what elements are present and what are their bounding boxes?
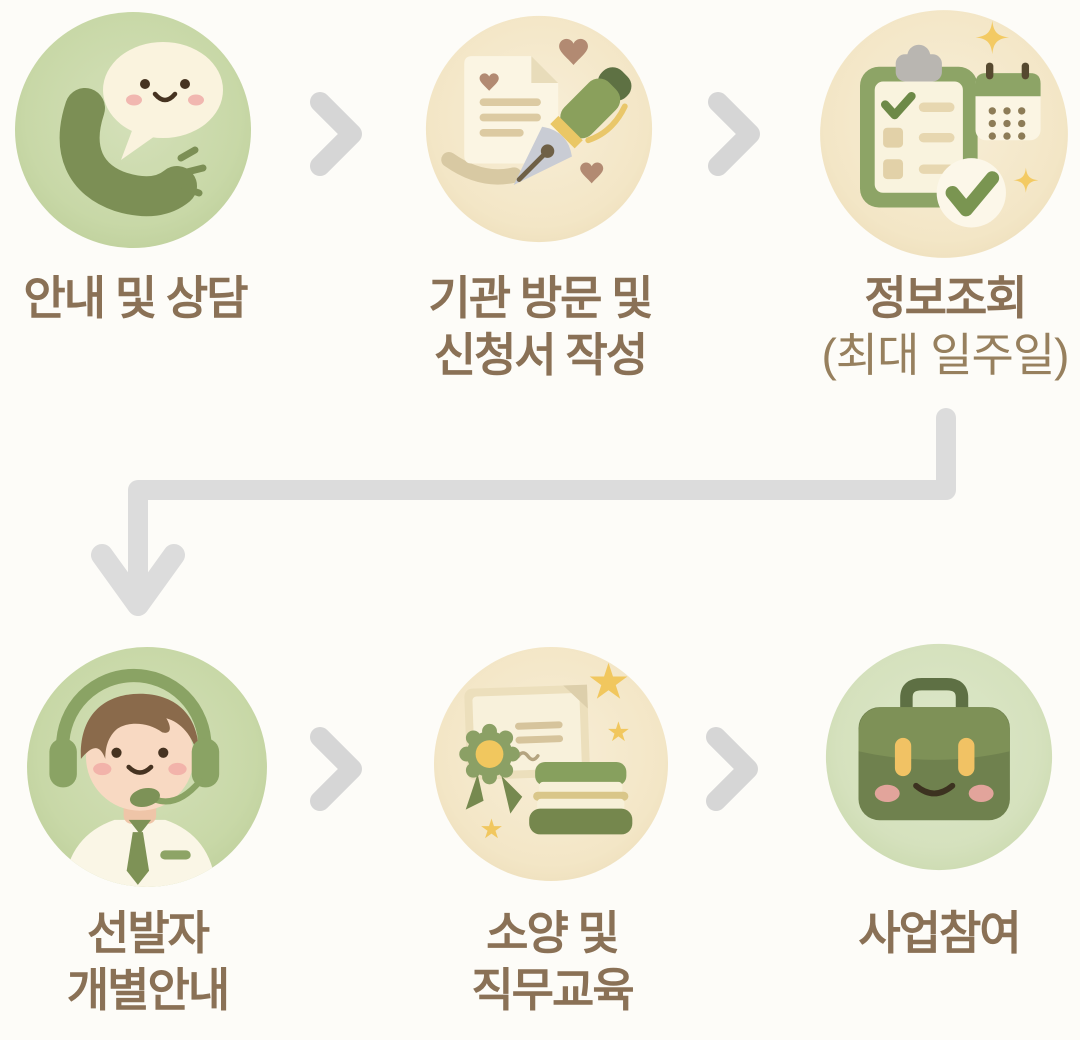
step-label-line: 개별안내 <box>66 964 230 1016</box>
step-label-line: 선발자 <box>87 907 210 959</box>
step-label-line: 소양 및 <box>486 907 620 959</box>
chevron-right-icon <box>706 90 762 178</box>
step-label-line: 정보조회 <box>864 272 1027 324</box>
chevron-right-icon <box>308 90 364 178</box>
step-label-line: 직무교육 <box>471 964 634 1016</box>
step-circle-selected-guidance <box>25 645 269 889</box>
step-circle-visit-application <box>424 14 654 244</box>
step-circle-guidance-consultation <box>13 10 253 250</box>
document-fountain-pen-icon <box>425 15 653 243</box>
step-label-line: 사업참여 <box>858 907 1021 959</box>
step-label-visit-application: 기관 방문 및 신청서 작성 <box>390 270 690 384</box>
elbow-arrow-down-icon <box>80 408 1000 620</box>
step-label-information-inquiry: 정보조회 (최대 일주일) <box>795 270 1080 384</box>
step-label-training: 소양 및 직무교육 <box>402 905 702 1019</box>
step-label-subline: (최대 일주일) <box>821 329 1069 381</box>
phone-speech-bubble-icon <box>15 12 251 248</box>
checklist-calendar-icon <box>820 10 1068 258</box>
briefcase-icon <box>825 643 1053 871</box>
certificate-books-icon <box>433 646 669 882</box>
step-label-guidance-consultation: 안내 및 상담 <box>0 270 280 327</box>
step-label-line: 신청서 작성 <box>433 329 648 381</box>
step-label-line: 안내 및 상담 <box>23 272 248 324</box>
step-circle-training <box>432 645 670 883</box>
step-circle-information-inquiry <box>818 8 1070 260</box>
step-label-line: 기관 방문 및 <box>428 272 653 324</box>
step-label-selected-guidance: 선발자 개별안내 <box>0 905 295 1019</box>
step-label-participation: 사업참여 <box>789 905 1080 962</box>
chevron-right-icon <box>308 725 364 813</box>
headset-agent-icon <box>27 647 267 887</box>
chevron-right-icon <box>704 725 760 813</box>
step-circle-participation <box>824 642 1054 872</box>
